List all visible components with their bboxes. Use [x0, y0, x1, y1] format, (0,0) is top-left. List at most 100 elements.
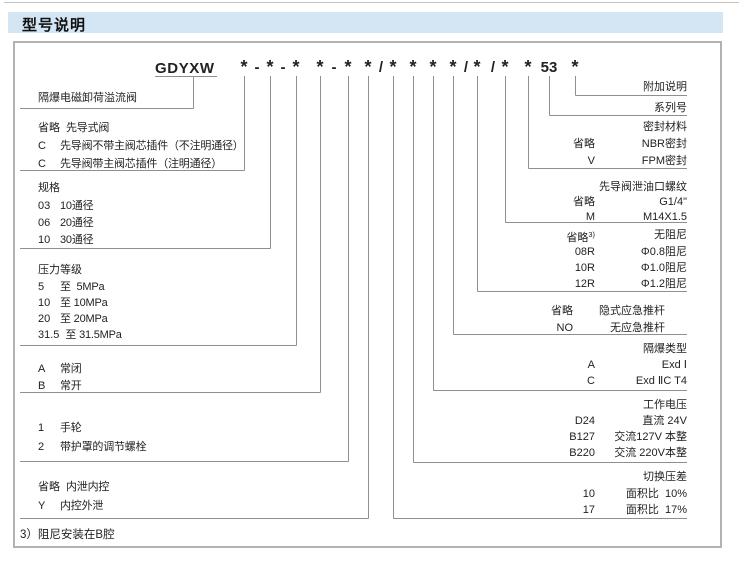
model-code-asterisk: * — [316, 57, 324, 77]
model-code-asterisk: * — [344, 57, 352, 77]
spec-desc: 交流 220V本整 — [614, 447, 687, 459]
spec-code: 08R — [574, 246, 595, 258]
spec-code: NO — [556, 322, 574, 334]
spec-row: 密封材料 — [643, 120, 687, 134]
spec-title: 先导阀泄油口螺纹 — [599, 181, 687, 193]
spec-title: 隔爆类型 — [643, 343, 687, 355]
spec-desc: NBR密封 — [641, 138, 687, 150]
spec-code: A — [587, 359, 595, 371]
model-code-token: - — [331, 59, 337, 76]
spec-code: A — [38, 363, 46, 375]
spec-code: C — [38, 140, 46, 152]
spec-desc: 手轮 — [60, 422, 82, 434]
spec-code: 5 — [38, 281, 45, 293]
spec-code: C — [587, 375, 595, 387]
spec-code: 10R — [574, 262, 595, 274]
spec-desc: 常闭 — [60, 363, 82, 375]
spec-row: C 先导阀不带主阀芯插件（不注明通径） — [38, 139, 244, 153]
spec-code: 12R — [574, 278, 595, 290]
spec-code: 31.5 — [38, 329, 60, 341]
spec-desc: Φ1.0阻尼 — [640, 262, 687, 274]
spec-desc: 面积比 10% — [625, 488, 687, 500]
model-code-asterisk: * — [389, 57, 397, 77]
spec-row: 省略先导式阀 — [38, 121, 109, 135]
spec-desc: 内泄内控 — [66, 481, 110, 493]
spec-desc: 至 20MPa — [60, 313, 108, 325]
spec-desc: Φ1.2阻尼 — [640, 278, 687, 290]
spec-code: C — [38, 158, 46, 170]
spec-desc: Φ0.8阻尼 — [640, 246, 687, 258]
spec-code: 2 — [38, 441, 45, 453]
spec-desc: 直流 24V — [642, 415, 687, 427]
spec-desc: 无应急推杆 — [610, 322, 665, 334]
model-code-diagram-box — [13, 41, 722, 548]
spec-row: V FPM密封 — [588, 154, 687, 168]
spec-desc: FPM密封 — [641, 155, 687, 167]
model-code-asterisk: * — [292, 57, 300, 77]
spec-desc: 先导阀不带主阀芯插件（不注明通径） — [60, 140, 244, 152]
model-code-asterisk: * — [240, 57, 248, 77]
spec-code: 17 — [582, 504, 595, 516]
spec-code: V — [587, 155, 595, 167]
spec-code: 10 — [38, 234, 51, 246]
spec-title: 密封材料 — [643, 121, 687, 133]
spec-row: 省略隐式应急推杆 — [551, 304, 665, 318]
model-code-token: / — [463, 59, 469, 76]
spec-row: 10 面积比 10% — [583, 487, 687, 501]
model-code-asterisk: * — [409, 57, 417, 77]
spec-row: D24 直流 24V — [575, 414, 687, 428]
model-code-token: 53 — [540, 59, 558, 76]
spec-code: B127 — [569, 431, 595, 443]
spec-code: 10 — [582, 488, 595, 500]
spec-code: D24 — [574, 415, 595, 427]
spec-desc: 内控外泄 — [60, 500, 104, 512]
spec-code: 省略 — [38, 481, 60, 493]
spec-row: 切换压差 — [643, 470, 687, 484]
model-code-asterisk: * — [364, 57, 372, 77]
spec-code: 省略 — [573, 196, 595, 208]
spec-row: C Exd ⅡC T4 — [587, 374, 687, 388]
footnote: 3）阻尼安装在B腔 — [20, 529, 115, 541]
spec-row: 10R Φ1.0阻尼 — [575, 261, 687, 275]
model-code-token: - — [280, 59, 286, 76]
model-code-token: - — [254, 59, 260, 76]
spec-row: 系列号 — [654, 101, 687, 115]
model-code-prefix: GDYXW — [155, 60, 215, 77]
spec-row: 先导阀泄油口螺纹 — [599, 180, 687, 194]
footnote-marker: 3) — [588, 230, 595, 239]
spec-row: 隔爆电磁卸荷溢流阀 — [38, 91, 137, 105]
model-code-asterisk: * — [473, 57, 481, 77]
model-code-token: / — [378, 59, 384, 76]
spec-code: M — [585, 211, 595, 223]
spec-title: 隔爆电磁卸荷溢流阀 — [38, 92, 137, 104]
spec-desc: Exd ⅡC T4 — [635, 375, 687, 387]
spec-row: 5 至 5MPa — [38, 280, 105, 294]
spec-title: 工作电压 — [643, 399, 687, 411]
spec-code: 省略 — [551, 305, 573, 317]
spec-title: 切换压差 — [643, 471, 687, 483]
spec-row: 1 手轮 — [38, 421, 82, 435]
spec-desc: Exd Ⅰ — [661, 359, 687, 371]
spec-code: 03 — [38, 200, 51, 212]
spec-code: B — [38, 380, 46, 392]
spec-title: 系列号 — [654, 102, 687, 114]
spec-row: 隔爆类型 — [643, 342, 687, 356]
spec-code: 1 — [38, 422, 45, 434]
spec-row: 08R Φ0.8阻尼 — [575, 245, 687, 259]
spec-desc: 至 5MPa — [60, 281, 105, 293]
spec-code: 20 — [38, 313, 51, 325]
spec-code: 10 — [38, 297, 51, 309]
model-code-asterisk: * — [429, 57, 437, 77]
